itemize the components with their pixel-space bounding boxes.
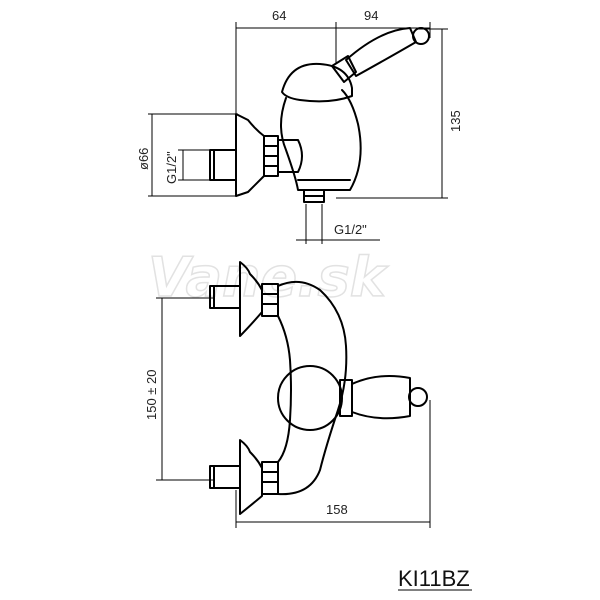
lever-handle: [345, 27, 417, 77]
lever-knob: [412, 27, 430, 45]
upper-nut: [261, 283, 279, 317]
wall-flange: [235, 113, 265, 197]
front-lever: [351, 375, 411, 420]
lower-flange: [239, 439, 263, 515]
lower-nut: [261, 461, 279, 495]
upper-flange: [239, 261, 263, 337]
lower-inlet: [209, 465, 241, 489]
mixer-body: [280, 89, 362, 191]
front-view: 150 ± 20 158: [144, 261, 431, 528]
front-lever-knob: [408, 387, 428, 407]
dim-g12-side: G1/2": [164, 151, 179, 184]
lever-collar: [331, 55, 357, 83]
dim-150: 150 ± 20: [144, 369, 159, 420]
side-view: 64 94 135 ø66 G1/2" G1/2": [136, 8, 463, 244]
dim-158: 158: [326, 502, 348, 517]
dim-64: 64: [272, 8, 286, 23]
upper-inlet: [209, 285, 241, 309]
front-body: [277, 280, 348, 496]
inlet-pipe: [209, 149, 237, 181]
watermark: Vane.sk: [148, 246, 389, 309]
dim-94: 94: [364, 8, 378, 23]
model-code: KI11BZ: [398, 566, 470, 591]
dim-g12-bottom: G1/2": [334, 222, 367, 237]
mixer-dome: [281, 62, 353, 103]
dimension-lines-bottom: [156, 297, 431, 528]
dim-135: 135: [448, 110, 463, 132]
front-dome: [277, 365, 343, 431]
dim-66: ø66: [136, 148, 151, 170]
dimension-lines-top: [148, 22, 448, 244]
connector: [277, 139, 303, 173]
